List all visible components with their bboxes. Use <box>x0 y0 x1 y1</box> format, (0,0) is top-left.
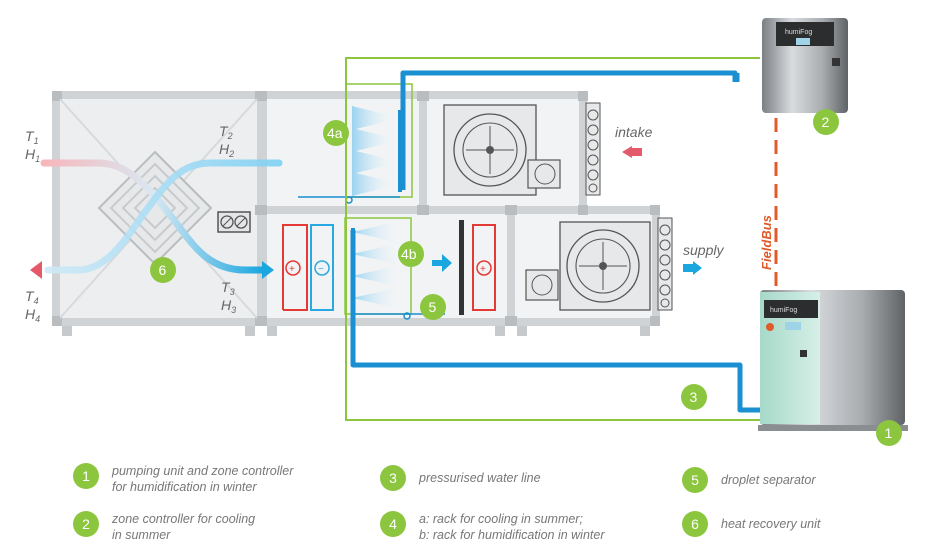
intake-arrow-body <box>632 148 642 156</box>
legend-number: 4 <box>380 511 406 537</box>
spray-rack-4a <box>298 83 413 204</box>
legend-number: 3 <box>380 465 406 491</box>
supply-fan <box>525 221 651 311</box>
droplet-separator <box>459 220 464 315</box>
svg-text:H2: H2 <box>219 141 234 159</box>
supply-filter-louvre <box>657 217 673 311</box>
legend-number: 2 <box>73 511 99 537</box>
svg-text:H3: H3 <box>221 297 236 315</box>
legend-item-3: 3 pressurised water line <box>380 465 541 491</box>
svg-text:+: + <box>289 264 295 275</box>
svg-text:T3: T3 <box>221 279 235 297</box>
svg-text:5: 5 <box>429 299 437 315</box>
legend-item-5: 5 droplet separator <box>682 467 816 493</box>
intake-label: intake <box>615 124 653 140</box>
fieldbus-label: FieldBus <box>759 215 774 270</box>
svg-text:humiFog: humiFog <box>785 29 812 36</box>
supply-arrow-body <box>683 264 693 272</box>
svg-text:T1: T1 <box>25 128 39 146</box>
svg-text:4a: 4a <box>327 125 343 141</box>
svg-text:−: − <box>318 264 324 275</box>
intake-filter-louvre <box>585 102 601 196</box>
airflow-arrow-body <box>432 260 442 266</box>
heating-coil-1: + <box>282 224 308 311</box>
legend-number: 6 <box>682 511 708 537</box>
damper-icon <box>217 211 251 233</box>
intake-fan <box>443 104 561 196</box>
svg-text:H4: H4 <box>25 306 40 324</box>
legend-item-4: 4 a: rack for cooling in summer;b: rack … <box>380 511 605 543</box>
airflow-lines <box>40 159 283 274</box>
reheat-coil: + <box>472 224 496 311</box>
badge-5: 5 <box>420 294 446 320</box>
svg-text:T4: T4 <box>25 288 39 306</box>
legend-item-6: 6 heat recovery unit <box>682 511 820 537</box>
zone-controller-cabinet: humiFog <box>762 18 848 113</box>
svg-text:T2: T2 <box>219 123 233 141</box>
pumping-unit-cabinet: humiFog <box>758 290 908 431</box>
badge-4a: 4a <box>323 120 349 146</box>
svg-text:1: 1 <box>885 425 893 441</box>
svg-text:humiFog: humiFog <box>770 307 797 314</box>
supply-out-arrow <box>262 261 274 279</box>
temp-humidity-labels: T1 H1 T2 H2 T3 H3 T4 H4 <box>25 123 236 324</box>
ahu-corner-joints <box>52 91 660 326</box>
cooling-coil: − <box>310 224 334 311</box>
svg-text:4b: 4b <box>401 246 417 262</box>
svg-text:3: 3 <box>690 389 698 405</box>
supply-arrow <box>693 261 702 275</box>
intake-arrow <box>622 146 632 158</box>
badge-3: 3 <box>681 384 707 410</box>
badge-6: 6 <box>150 257 176 283</box>
legend-number: 5 <box>682 467 708 493</box>
green-control-line <box>345 57 760 421</box>
badge-4b: 4b <box>398 241 424 267</box>
badge-1: 1 <box>876 420 902 446</box>
legend-number: 1 <box>73 463 99 489</box>
supply-label: supply <box>683 242 724 258</box>
ahu-feet <box>62 326 650 336</box>
badge-2: 2 <box>813 109 839 135</box>
svg-text:H1: H1 <box>25 146 40 164</box>
svg-text:+: + <box>480 264 486 275</box>
airflow-arrow-head <box>442 254 452 272</box>
svg-text:6: 6 <box>159 262 167 278</box>
svg-text:2: 2 <box>822 114 830 130</box>
exhaust-out-arrow <box>30 261 42 279</box>
